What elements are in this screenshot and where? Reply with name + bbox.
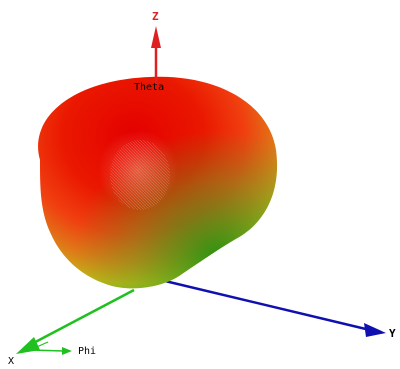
y-axis xyxy=(164,279,386,337)
z-axis-label: Z xyxy=(152,10,159,23)
phi-label: Phi xyxy=(78,346,96,357)
x-axis-arrowhead xyxy=(16,337,40,354)
theta-label: Theta xyxy=(134,82,164,93)
radiation-pattern-lobe[interactable] xyxy=(38,76,278,289)
z-axis: Z xyxy=(151,10,161,85)
x-axis-label: X xyxy=(8,356,14,367)
y-axis-label: Y xyxy=(389,327,396,340)
phi-arrowhead xyxy=(62,347,72,355)
y-axis-arrowhead xyxy=(364,323,386,337)
phi-indicator: Phi xyxy=(29,341,96,357)
z-axis-arrowhead xyxy=(151,26,161,48)
x-axis: X xyxy=(8,288,135,367)
